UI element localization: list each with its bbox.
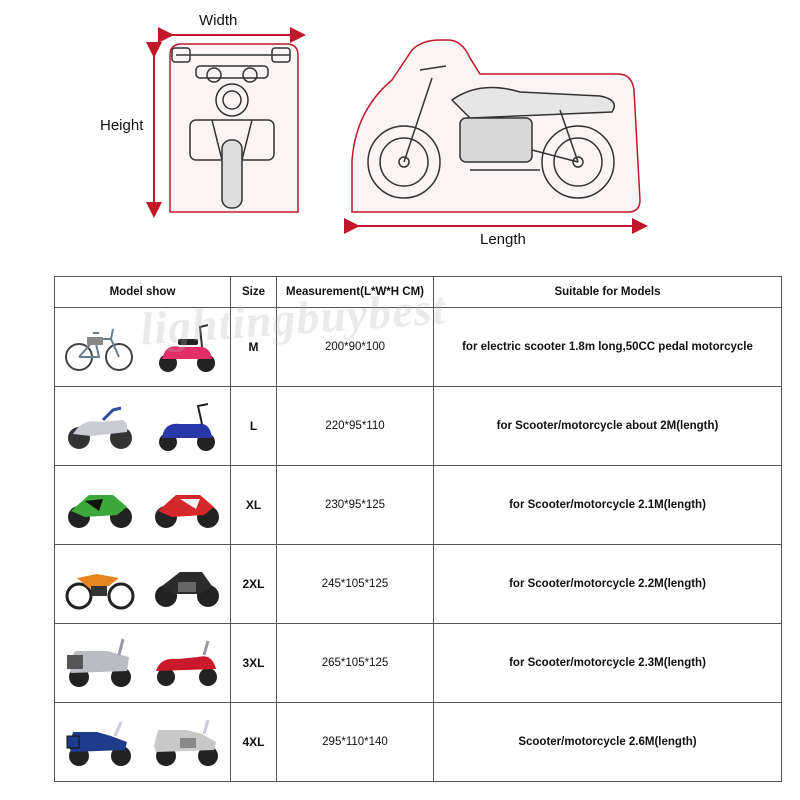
suitable-models-cell: Scooter/motorcycle 2.6M(length) bbox=[433, 702, 782, 782]
orange-dirtbike-icon bbox=[65, 574, 135, 610]
red-scooter-icon bbox=[159, 324, 216, 372]
size-cell: XL bbox=[230, 465, 277, 545]
suitable-models-cell: for Scooter/motorcycle 2.3M(length) bbox=[433, 623, 782, 703]
header-measurement: Measurement(L*W*H CM) bbox=[276, 276, 434, 308]
table-row: 3XL 265*105*125 for Scooter/motorcycle 2… bbox=[54, 623, 782, 703]
table-row: L 220*95*110 for Scooter/motorcycle abou… bbox=[54, 386, 782, 466]
width-label: Width bbox=[199, 12, 238, 29]
dimension-diagram bbox=[146, 27, 648, 234]
red-sportbike-icon bbox=[155, 495, 220, 528]
measurement-cell: 220*95*110 bbox=[276, 386, 434, 466]
table-row: 4XL 295*110*140 Scooter/motorcycle 2.6M(… bbox=[54, 702, 782, 782]
size-cell: M bbox=[230, 307, 277, 387]
measurement-cell: 230*95*125 bbox=[276, 465, 434, 545]
electric-bicycle-icon bbox=[64, 328, 133, 371]
measurement-cell: 245*105*125 bbox=[276, 544, 434, 624]
blue-scooter-icon bbox=[159, 403, 216, 451]
height-label: Height bbox=[100, 117, 144, 134]
silver-goldwing-icon bbox=[154, 719, 219, 766]
measurement-cell: 200*90*100 bbox=[276, 307, 434, 387]
measurement-cell: 265*105*125 bbox=[276, 623, 434, 703]
green-sportbike-icon bbox=[67, 495, 132, 528]
model-show-cell bbox=[54, 544, 231, 624]
model-show-cell bbox=[54, 465, 231, 545]
black-naked-bike-icon bbox=[155, 572, 220, 607]
length-label: Length bbox=[480, 231, 526, 248]
header-size: Size bbox=[230, 276, 277, 308]
model-show-cell bbox=[54, 386, 231, 466]
red-maxi-scooter-icon bbox=[156, 640, 218, 686]
suitable-models-cell: for electric scooter 1.8m long,50CC peda… bbox=[433, 307, 782, 387]
underbone-motorcycle-icon bbox=[67, 406, 132, 449]
table-header-row: Model show Size Measurement(L*W*H CM) Su… bbox=[54, 276, 782, 308]
model-show-cell bbox=[54, 307, 231, 387]
size-cell: 2XL bbox=[230, 544, 277, 624]
model-show-cell bbox=[54, 702, 231, 782]
size-chart-table: Model show Size Measurement(L*W*H CM) Su… bbox=[54, 276, 782, 782]
table-row: 2XL 245*105*125 for Scooter/motorcycle 2… bbox=[54, 544, 782, 624]
blue-cruiser-icon bbox=[66, 721, 131, 766]
table-row: XL 230*95*125 for Scooter/motorcycle 2.1… bbox=[54, 465, 782, 545]
front-cover-outline bbox=[169, 43, 299, 213]
measurement-cell: 295*110*140 bbox=[276, 702, 434, 782]
suitable-models-cell: for Scooter/motorcycle about 2M(length) bbox=[433, 386, 782, 466]
table-row: M 200*90*100 for electric scooter 1.8m l… bbox=[54, 307, 782, 387]
model-show-cell bbox=[54, 623, 231, 703]
suitable-models-cell: for Scooter/motorcycle 2.1M(length) bbox=[433, 465, 782, 545]
header-model-show: Model show bbox=[54, 276, 231, 308]
size-cell: 4XL bbox=[230, 702, 277, 782]
header-suitable: Suitable for Models bbox=[433, 276, 782, 308]
suitable-models-cell: for Scooter/motorcycle 2.2M(length) bbox=[433, 544, 782, 624]
size-cell: 3XL bbox=[230, 623, 277, 703]
front-view-motorcycle-icon bbox=[171, 47, 291, 209]
size-cell: L bbox=[230, 386, 277, 466]
side-view-motorcycle-icon bbox=[367, 65, 615, 199]
silver-touring-bike-icon bbox=[66, 638, 131, 687]
